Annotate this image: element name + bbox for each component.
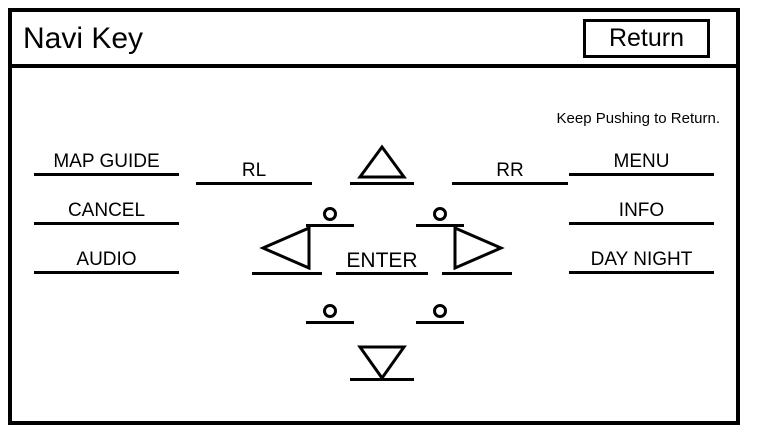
title-bar: Navi Key Return	[12, 12, 736, 68]
dpad-up-rule	[350, 182, 414, 185]
button-day-night[interactable]: DAY NIGHT	[569, 240, 714, 274]
dpad-enter-rule	[336, 272, 428, 275]
button-menu[interactable]: MENU	[569, 142, 714, 176]
button-info-label: INFO	[618, 200, 665, 221]
button-map-guide-label: MAP GUIDE	[53, 151, 160, 172]
triangle-left-icon	[252, 226, 322, 270]
circle-icon	[433, 304, 447, 318]
button-cancel[interactable]: CANCEL	[34, 191, 179, 225]
page-title: Navi Key	[23, 22, 144, 55]
dpad-corner-bottom-right[interactable]	[416, 290, 464, 324]
dpad-corner-bottom-right-rule	[416, 321, 464, 324]
button-menu-rule	[569, 173, 714, 176]
circle-icon	[323, 207, 337, 221]
button-info[interactable]: INFO	[569, 191, 714, 225]
button-rr-label: RR	[496, 160, 524, 181]
dpad-down-rule	[350, 378, 414, 381]
dpad-left-rule	[252, 272, 322, 275]
return-button-label: Return	[608, 24, 685, 52]
button-audio-rule	[34, 271, 179, 274]
dpad-corner-bottom-left[interactable]	[306, 290, 354, 324]
circle-icon	[433, 207, 447, 221]
dpad-corner-bottom-left-rule	[306, 321, 354, 324]
button-rr[interactable]: RR	[452, 151, 568, 185]
button-cancel-label: CANCEL	[67, 200, 146, 221]
button-day-night-label: DAY NIGHT	[590, 249, 693, 270]
triangle-down-icon	[350, 343, 414, 381]
dpad-down-button[interactable]	[350, 334, 414, 381]
button-cancel-rule	[34, 222, 179, 225]
triangle-right-icon	[442, 226, 512, 270]
button-rl-label: RL	[241, 160, 267, 181]
button-map-guide[interactable]: MAP GUIDE	[34, 142, 179, 176]
dpad-corner-top-left[interactable]	[306, 193, 354, 227]
dpad-left-button[interactable]	[252, 226, 322, 275]
button-rl[interactable]: RL	[196, 151, 312, 185]
dpad-up-button[interactable]	[350, 138, 414, 185]
dpad-corner-top-right-rule	[416, 224, 464, 227]
dpad-corner-top-left-rule	[306, 224, 354, 227]
button-rr-rule	[452, 182, 568, 185]
button-menu-label: MENU	[613, 151, 670, 172]
dpad-enter-label: ENTER	[346, 249, 418, 272]
button-info-rule	[569, 222, 714, 225]
button-rl-rule	[196, 182, 312, 185]
button-audio-label: AUDIO	[76, 249, 137, 270]
key-map-area: Keep Pushing to Return. MAP GUIDE CANCEL…	[12, 68, 736, 421]
button-audio[interactable]: AUDIO	[34, 240, 179, 274]
circle-icon	[323, 304, 337, 318]
return-button[interactable]: Return	[583, 19, 710, 58]
dpad-right-button[interactable]	[442, 226, 512, 275]
button-map-guide-rule	[34, 173, 179, 176]
window-frame: Navi Key Return Keep Pushing to Return. …	[8, 8, 740, 425]
dpad-corner-top-right[interactable]	[416, 193, 464, 227]
triangle-up-icon	[350, 144, 414, 180]
dpad-right-rule	[442, 272, 512, 275]
dpad-enter-button[interactable]: ENTER	[336, 236, 428, 275]
hint-text: Keep Pushing to Return.	[556, 110, 720, 127]
button-day-night-rule	[569, 271, 714, 274]
